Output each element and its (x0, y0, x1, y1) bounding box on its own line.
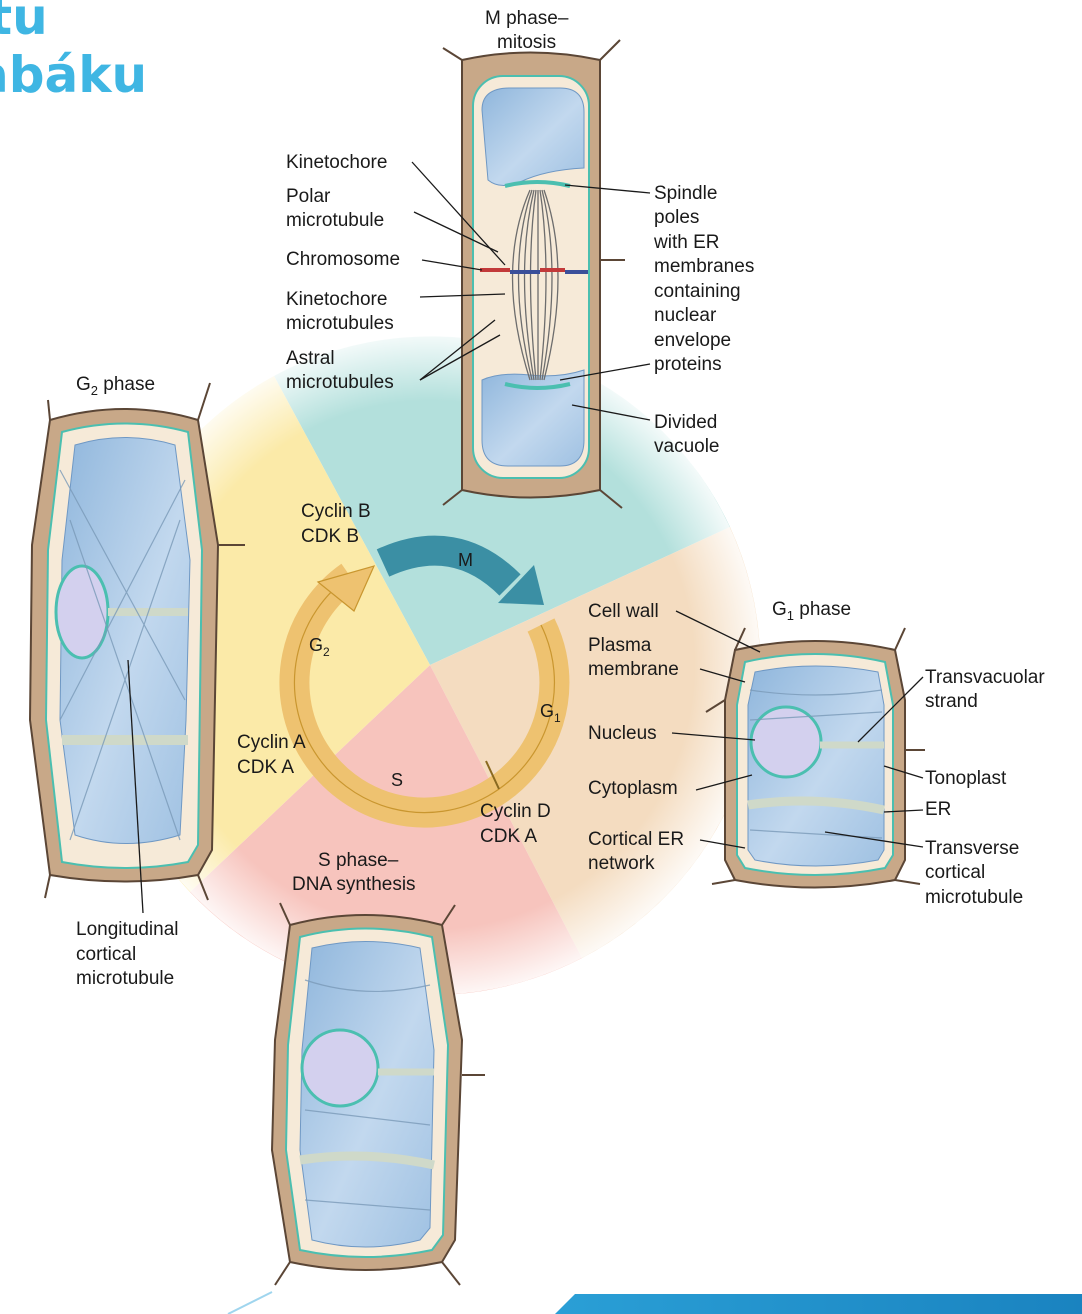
label-transverse-1: Transverse (925, 838, 1019, 859)
svg-text:cortical: cortical (76, 944, 136, 965)
label-spindle-4: membranes (654, 256, 754, 277)
cycle-label-s: S (391, 770, 403, 790)
label-er: ER (925, 799, 951, 820)
label-cytoplasm: Cytoplasm (588, 778, 678, 799)
m-phase-title: M phase– mitosis (485, 8, 569, 53)
label-spindle-6: nuclear (654, 305, 717, 326)
svg-text:Cyclin B: Cyclin B (301, 501, 371, 522)
svg-text:S phase–: S phase– (318, 850, 399, 871)
label-plasma-1: Plasma (588, 635, 652, 656)
label-cortical-er-1: Cortical ER (588, 829, 684, 850)
label-tonoplast: Tonoplast (925, 768, 1007, 789)
label-nucleus: Nucleus (588, 723, 657, 744)
label-spindle-7: envelope (654, 330, 731, 351)
label-spindle-8: proteins (654, 354, 722, 375)
cycle-label-m: M (458, 550, 473, 570)
label-polar-1: Polar (286, 186, 331, 207)
svg-text:CDK A: CDK A (237, 757, 294, 778)
label-spindle-2: poles (654, 207, 699, 228)
svg-text:Cyclin D: Cyclin D (480, 801, 551, 822)
label-vacuole-2: vacuole (654, 436, 720, 457)
label-spindle-1: Spindle (654, 183, 717, 204)
label-transverse-3: microtubule (925, 887, 1023, 908)
label-astral-1: Astral (286, 348, 335, 369)
label-kinetochore-mt-2: microtubules (286, 313, 394, 334)
label-polar-2: microtubule (286, 210, 384, 231)
g1-phase-title: G1 phase (772, 599, 851, 623)
g2-phase-title: G2 phase (76, 374, 155, 398)
svg-text:Cyclin A: Cyclin A (237, 732, 306, 753)
chromosomes (480, 270, 588, 272)
label-transvacuolar-1: Transvacuolar (925, 667, 1045, 688)
label-spindle-3: with ER (653, 232, 719, 253)
svg-text:M phase–: M phase– (485, 8, 569, 29)
footer-accent (228, 1292, 1082, 1314)
label-vacuole-1: Divided (654, 412, 717, 433)
g1-phase-cell (706, 628, 925, 888)
svg-text:Longitudinal: Longitudinal (76, 919, 178, 940)
label-transverse-2: cortical (925, 862, 985, 883)
label-kinetochore-mt-1: Kinetochore (286, 289, 387, 310)
label-spindle-5: containing (654, 281, 741, 302)
svg-text:CDK B: CDK B (301, 526, 359, 547)
svg-text:microtubule: microtubule (76, 968, 174, 989)
label-astral-2: microtubules (286, 372, 394, 393)
svg-text:mitosis: mitosis (497, 32, 556, 53)
svg-text:DNA synthesis: DNA synthesis (292, 874, 416, 895)
label-chromosome: Chromosome (286, 249, 400, 270)
label-kinetochore: Kinetochore (286, 152, 387, 173)
label-cell-wall: Cell wall (588, 601, 659, 622)
label-plasma-2: membrane (588, 659, 679, 680)
label-transvacuolar-2: strand (925, 691, 978, 712)
m-phase-cell (443, 40, 625, 508)
label-cortical-er-2: network (588, 853, 655, 874)
svg-text:CDK A: CDK A (480, 826, 537, 847)
